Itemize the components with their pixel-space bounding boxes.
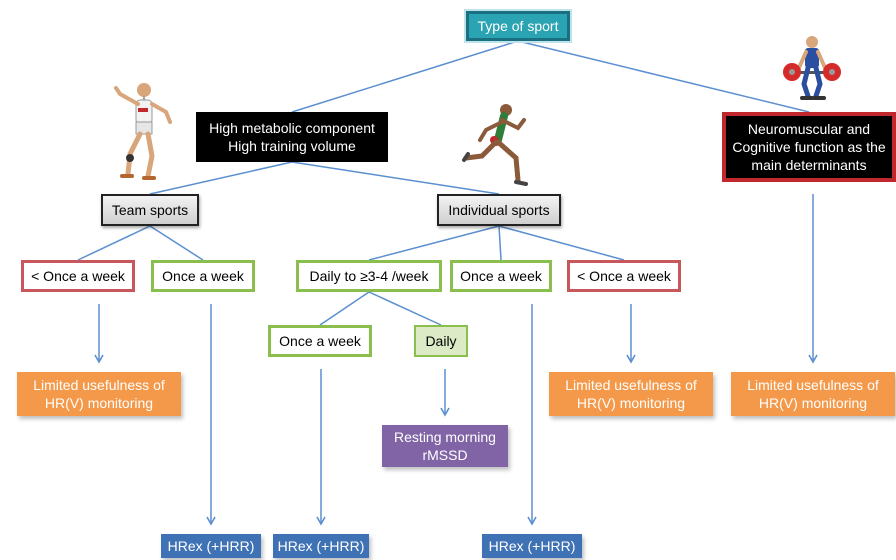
connector-metabolic-to-team	[149, 161, 293, 195]
resting-morning-rmssd-node: Resting morning rMSSD	[382, 425, 508, 467]
team-once-week-node: Once a week	[151, 260, 255, 292]
neuromuscular-cognitive-node: Neuromuscular and Cognitive function as …	[722, 112, 896, 182]
hrex-hrr-node-3: HRex (+HRR)	[482, 534, 582, 558]
connector-root-to-metabolic	[291, 40, 519, 113]
connector-team-to-team_once	[149, 225, 204, 261]
handball-player-icon	[114, 83, 172, 180]
sprinter-icon	[462, 104, 528, 186]
connector-individual-to-ind_daily_3_4	[368, 225, 500, 261]
sub-once-week-node: Once a week	[268, 325, 372, 357]
type-of-sport-node: Type of sport	[466, 11, 570, 41]
limited-usefulness-node-3: Limited usefulness of HR(V) monitoring	[731, 372, 895, 416]
metabolic-component-node: High metabolic component High training v…	[196, 112, 388, 162]
hrex-hrr-node-1: HRex (+HRR)	[161, 534, 261, 558]
connector-ind_daily_3_4-to-sub_once	[319, 291, 370, 326]
team-sports-node: Team sports	[101, 194, 199, 226]
connector-ind_daily_3_4-to-sub_daily	[368, 291, 442, 326]
individual-sports-node: Individual sports	[437, 194, 561, 226]
limited-usefulness-node-1: Limited usefulness of HR(V) monitoring	[17, 372, 181, 416]
connector-individual-to-ind_once	[498, 225, 502, 261]
sub-daily-node: Daily	[414, 325, 468, 357]
team-less-than-once-week-node: < Once a week	[21, 260, 135, 292]
hrex-hrr-node-2: HRex (+HRR)	[273, 534, 369, 558]
connector-root-to-neuromuscular	[517, 40, 810, 113]
individual-once-week-node: Once a week	[450, 260, 552, 292]
connector-metabolic-to-individual	[291, 161, 500, 195]
weightlifter-icon	[783, 36, 841, 100]
connector-individual-to-ind_less_once	[498, 225, 625, 261]
individual-less-than-once-week-node: < Once a week	[567, 260, 681, 292]
individual-daily-to-3-4-week-node: Daily to ≥3-4 /week	[296, 260, 442, 292]
limited-usefulness-node-2: Limited usefulness of HR(V) monitoring	[549, 372, 713, 416]
connector-team-to-team_less_once	[77, 225, 151, 261]
